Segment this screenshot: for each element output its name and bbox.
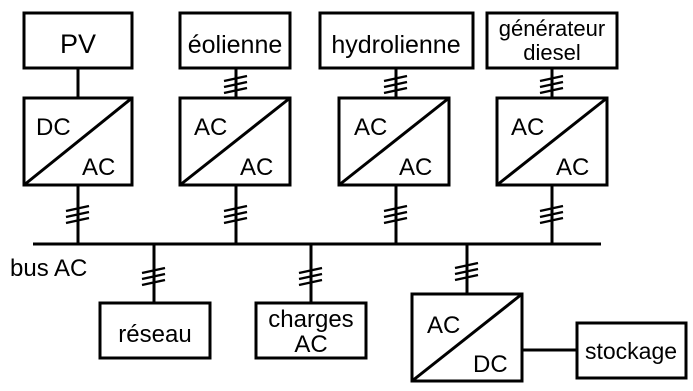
eolienne-label: éolienne <box>188 31 283 59</box>
stockage-box <box>575 321 688 380</box>
converter-3-bus-tick-2 <box>383 210 408 219</box>
diesel-link-tick-3 <box>539 86 564 95</box>
charges-link-tick-1 <box>298 266 323 275</box>
converter-3-bus-tick-3 <box>383 216 408 225</box>
storage-converter-link-tick-1 <box>454 261 479 270</box>
ac-bus-label: bus AC <box>10 255 87 282</box>
converter-1-bottom-label: AC <box>82 154 115 181</box>
pv-label: PV <box>60 29 96 59</box>
diesel-label: diesel <box>523 40 580 65</box>
converter-1-diagonal <box>23 96 133 187</box>
charges-link-tick-2 <box>298 272 323 281</box>
hydrolienne-label: hydrolienne <box>331 31 460 59</box>
reseau-link-tick-3 <box>141 278 166 287</box>
reseau-link-tick-1 <box>141 266 166 275</box>
converter-2-bus-tick-1 <box>223 204 248 213</box>
charges-link-tick-3 <box>298 278 323 287</box>
converter-4-bottom-label: AC <box>556 154 589 181</box>
eolienne-link-tick-3 <box>223 86 248 95</box>
hydrolienne-link-tick-2 <box>383 80 408 89</box>
generateur-diesel-box <box>485 11 619 70</box>
converter-4-top-label: AC <box>511 114 544 141</box>
converter-4-diagonal <box>496 96 608 187</box>
diesel-link-tick-2 <box>539 80 564 89</box>
converter-2-bus-tick-2 <box>223 210 248 219</box>
storage-converter-bottom-label: DC <box>473 351 508 378</box>
converter-3-bus-tick-1 <box>383 204 408 213</box>
hydrolienne-link-tick-1 <box>383 74 408 83</box>
converter-2-bus-tick-3 <box>223 216 248 225</box>
reseau-link-tick-2 <box>141 272 166 281</box>
storage-converter-link-tick-2 <box>454 267 479 276</box>
eolienne-link-tick-1 <box>223 74 248 83</box>
converter-2-bottom-label: AC <box>240 154 273 181</box>
converter-4-bus-tick-3 <box>539 216 564 225</box>
stockage-label: stockage <box>585 338 677 364</box>
converter-1-bus-tick-3 <box>65 216 90 225</box>
converter-3-diagonal <box>338 96 450 187</box>
converter-3-bottom-label: AC <box>399 154 432 181</box>
converter-1-bus-tick-1 <box>65 204 90 213</box>
converter-1-top-label: DC <box>36 114 71 141</box>
charges-ac-box <box>254 301 368 360</box>
storage-converter-diagonal <box>411 292 523 383</box>
converter-2-diagonal <box>179 96 291 187</box>
storage-converter-top-label: AC <box>427 312 460 339</box>
converter-2-top-label: AC <box>194 114 227 141</box>
converter-4-bus-tick-1 <box>539 204 564 213</box>
storage-converter-link-tick-3 <box>454 273 479 282</box>
charges-label: charges <box>268 306 353 333</box>
reseau-box <box>98 301 212 360</box>
hydrolienne-link-tick-3 <box>383 86 408 95</box>
reseau-label: réseau <box>118 321 191 348</box>
generateur-label: générateur <box>499 16 605 41</box>
converter-1-bus-tick-2 <box>65 210 90 219</box>
converter-3-top-label: AC <box>354 114 387 141</box>
charges-ac-label: AC <box>294 331 327 358</box>
eolienne-link-tick-2 <box>223 80 248 89</box>
converter-4-bus-tick-2 <box>539 210 564 219</box>
diesel-link-tick-1 <box>539 74 564 83</box>
